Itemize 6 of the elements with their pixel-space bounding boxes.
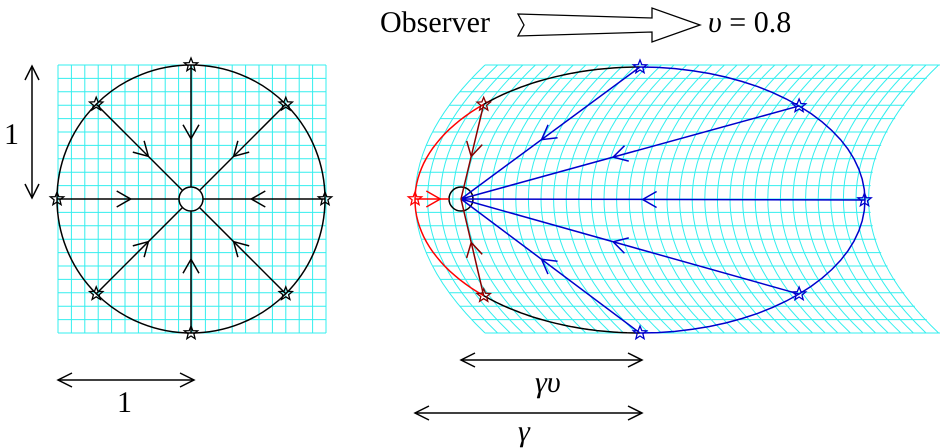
dimension-label: γ [518,415,530,448]
dimension-label: 1 [4,118,19,152]
dimension-label: γυ [535,366,561,400]
velocity-label: υ = 0.8 [708,6,792,40]
dimension-label: 1 [117,386,132,420]
label: Observer [380,6,490,40]
